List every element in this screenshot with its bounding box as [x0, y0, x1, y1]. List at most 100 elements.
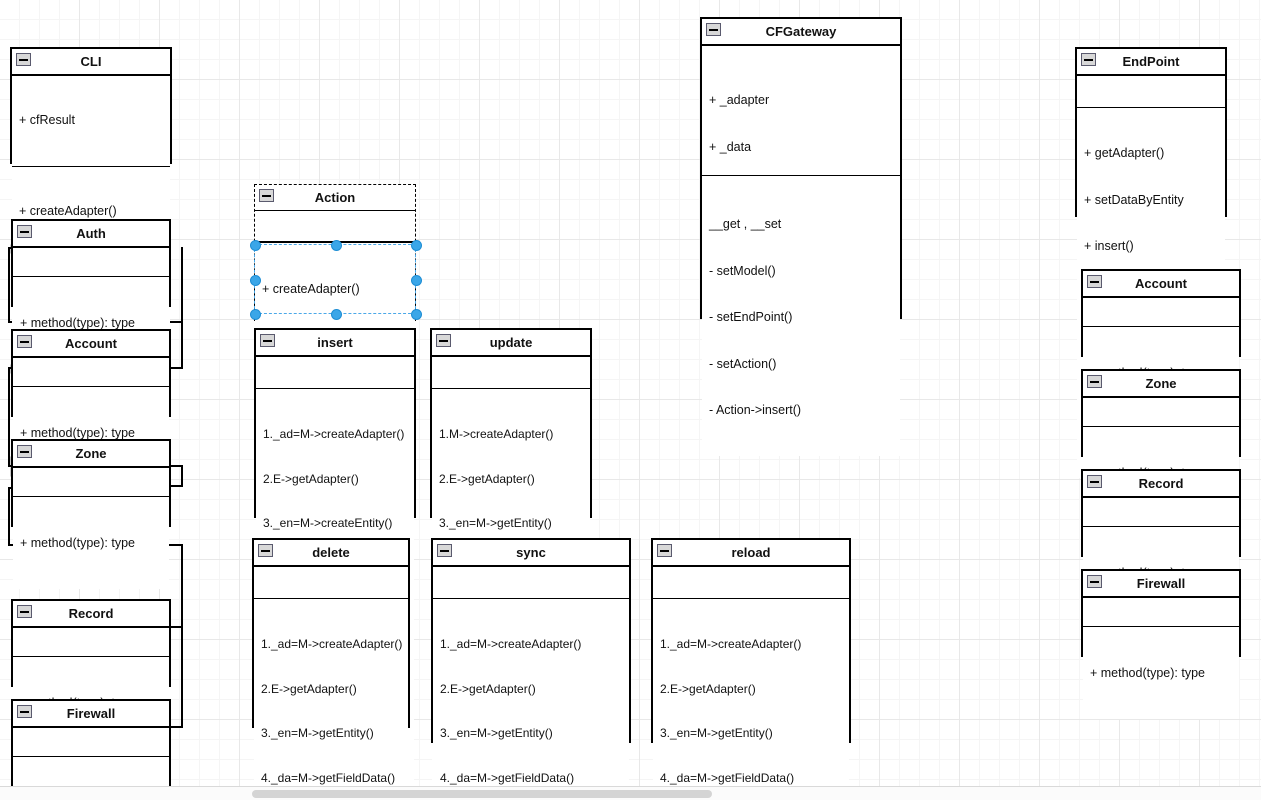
uml-attribute: + _adapter: [709, 93, 770, 108]
uml-attributes-firewall-left[interactable]: + field: type: [13, 728, 169, 779]
minus-box-icon[interactable]: [16, 53, 31, 66]
uml-class-cli[interactable]: CLI + cfResult + createAdapter() + setEn…: [10, 47, 172, 350]
uml-class-zone-right[interactable]: Zone + field: type + method(type): type: [1081, 369, 1241, 519]
uml-class-firewall-right[interactable]: Firewall + field: type + method(type): t…: [1081, 569, 1241, 719]
uml-title-endpoint[interactable]: EndPoint: [1077, 49, 1225, 77]
resize-handle-w[interactable]: [249, 274, 261, 286]
uml-class-zone-left[interactable]: Zone + field: type + method(type): type: [11, 439, 171, 589]
uml-attributes-sync[interactable]: + field: type: [433, 567, 629, 618]
minus-box-icon[interactable]: [259, 189, 274, 202]
uml-operations-zone-left[interactable]: + method(type): type: [13, 497, 169, 589]
connector-account-zone-right[interactable]: [181, 465, 183, 487]
minus-box-icon[interactable]: [1081, 53, 1096, 66]
uml-title-cfgateway[interactable]: CFGateway: [702, 19, 900, 47]
resize-handle-ne[interactable]: [410, 239, 422, 251]
uml-attributes-account-left[interactable]: + field: type: [13, 358, 169, 409]
minus-box-icon[interactable]: [436, 334, 451, 347]
resize-handle-nw[interactable]: [249, 239, 261, 251]
connector-auth-account-left[interactable]: [8, 247, 10, 323]
uml-attributes-action[interactable]: + field: type: [255, 211, 415, 262]
resize-handle-e[interactable]: [410, 274, 422, 286]
uml-class-sync[interactable]: sync + field: type 1._ad=M->createAdapte…: [431, 538, 631, 800]
uml-attributes-update[interactable]: + field: type: [432, 357, 590, 408]
uml-title-update[interactable]: update: [432, 330, 590, 358]
uml-operations-firewall-right[interactable]: + method(type): type: [1083, 627, 1239, 719]
resize-handle-n[interactable]: [330, 239, 342, 251]
uml-operations-reload[interactable]: 1._ad=M->createAdapter() 2.E->getAdapter…: [653, 599, 849, 800]
uml-title-account-right[interactable]: Account: [1083, 271, 1239, 299]
uml-attributes-record-right[interactable]: + field: type: [1083, 498, 1239, 549]
horizontal-scrollbar-track[interactable]: [0, 786, 1261, 800]
minus-box-icon[interactable]: [706, 23, 721, 36]
uml-class-delete[interactable]: delete + field: type 1._ad=M->createAdap…: [252, 538, 410, 800]
uml-class-account-left[interactable]: Account + field: type + method(type): ty…: [11, 329, 171, 479]
minus-box-icon[interactable]: [17, 335, 32, 348]
uml-class-insert[interactable]: insert + field: type 1._ad=M->createAdap…: [254, 328, 416, 791]
uml-class-action[interactable]: Action + field: type + createAdapter() +…: [254, 184, 416, 428]
uml-attributes-cli[interactable]: + cfResult: [12, 76, 170, 167]
uml-attributes-delete[interactable]: + field: type: [254, 567, 408, 618]
uml-title-reload[interactable]: reload: [653, 540, 849, 568]
minus-box-icon[interactable]: [1087, 575, 1102, 588]
minus-box-icon[interactable]: [17, 225, 32, 238]
connector-account-zone-left[interactable]: [8, 367, 10, 467]
minus-box-icon[interactable]: [260, 334, 275, 347]
uml-title-record-left[interactable]: Record: [13, 601, 169, 629]
uml-attributes-zone-left[interactable]: + field: type: [13, 468, 169, 519]
uml-attributes-zone-right[interactable]: + field: type: [1083, 398, 1239, 449]
uml-class-firewall-left[interactable]: Firewall + field: type + method(type): t…: [11, 699, 171, 800]
uml-attributes-reload[interactable]: + field: type: [653, 567, 849, 618]
uml-operations-delete[interactable]: 1._ad=M->createAdapter() 2.E->getAdapter…: [254, 599, 408, 800]
connector-firewall-right[interactable]: [181, 626, 183, 728]
resize-handle-s[interactable]: [330, 308, 342, 320]
uml-attributes-endpoint[interactable]: + entity: [1077, 76, 1225, 127]
uml-class-record-left[interactable]: Record + field: type + method(type): typ…: [11, 599, 171, 749]
minus-box-icon[interactable]: [437, 544, 452, 557]
uml-attributes-record-left[interactable]: + field: type: [13, 628, 169, 679]
uml-class-account-right[interactable]: Account + field: type + method(type): ty…: [1081, 269, 1241, 419]
connector-auth-account-right[interactable]: [181, 247, 183, 369]
minus-box-icon[interactable]: [1087, 375, 1102, 388]
uml-attributes-cfgateway[interactable]: + _adapter + _data + _entity + _parent +…: [702, 46, 900, 386]
uml-class-reload[interactable]: reload + field: type 1._ad=M->createAdap…: [651, 538, 851, 800]
uml-attributes-account-right[interactable]: + field: type: [1083, 298, 1239, 349]
resize-handle-se[interactable]: [410, 308, 422, 320]
uml-title-record-right[interactable]: Record: [1083, 471, 1239, 499]
uml-class-record-right[interactable]: Record + field: type + method(type): typ…: [1081, 469, 1241, 619]
uml-title-action[interactable]: Action: [255, 185, 415, 212]
minus-box-icon[interactable]: [1087, 475, 1102, 488]
uml-title-zone-right[interactable]: Zone: [1083, 371, 1239, 399]
minus-box-icon[interactable]: [17, 605, 32, 618]
uml-class-name: update: [489, 335, 533, 350]
uml-attributes-auth[interactable]: + field: type: [13, 248, 169, 299]
minus-box-icon[interactable]: [1087, 275, 1102, 288]
uml-operations-sync[interactable]: 1._ad=M->createAdapter() 2.E->getAdapter…: [433, 599, 629, 800]
uml-class-cfgateway[interactable]: CFGateway + _adapter + _data + _entity +…: [700, 17, 902, 456]
uml-title-sync[interactable]: sync: [433, 540, 629, 568]
uml-operation: - setModel(): [709, 263, 776, 278]
resize-handle-sw[interactable]: [249, 308, 261, 320]
horizontal-scrollbar-thumb[interactable]: [252, 790, 712, 798]
uml-class-endpoint[interactable]: EndPoint + entity + getAdapter() + setDa…: [1075, 47, 1227, 478]
uml-class-update[interactable]: update + field: type 1.M->createAdapter(…: [430, 328, 592, 791]
uml-operation: 1.M->createAdapter(): [439, 427, 554, 442]
minus-box-icon[interactable]: [17, 445, 32, 458]
uml-title-zone-left[interactable]: Zone: [13, 441, 169, 469]
minus-box-icon[interactable]: [258, 544, 273, 557]
uml-attributes-insert[interactable]: + field: type: [256, 357, 414, 408]
uml-title-account-left[interactable]: Account: [13, 331, 169, 359]
uml-title-cli[interactable]: CLI: [12, 49, 170, 77]
uml-attributes-firewall-right[interactable]: + field: type: [1083, 598, 1239, 649]
uml-class-auth[interactable]: Auth + field: type + method(type): type: [11, 219, 171, 369]
uml-title-insert[interactable]: insert: [256, 330, 414, 358]
uml-title-firewall-right[interactable]: Firewall: [1083, 571, 1239, 599]
uml-operations-cfgateway[interactable]: __get , __set - setModel() - setEndPoint…: [702, 176, 900, 456]
uml-title-auth[interactable]: Auth: [13, 221, 169, 249]
minus-box-icon[interactable]: [657, 544, 672, 557]
minus-box-icon[interactable]: [17, 705, 32, 718]
uml-title-firewall-left[interactable]: Firewall: [13, 701, 169, 729]
uml-title-delete[interactable]: delete: [254, 540, 408, 568]
connector-zone-record-right[interactable]: [181, 544, 183, 628]
connector-zone-record-left[interactable]: [8, 487, 10, 546]
